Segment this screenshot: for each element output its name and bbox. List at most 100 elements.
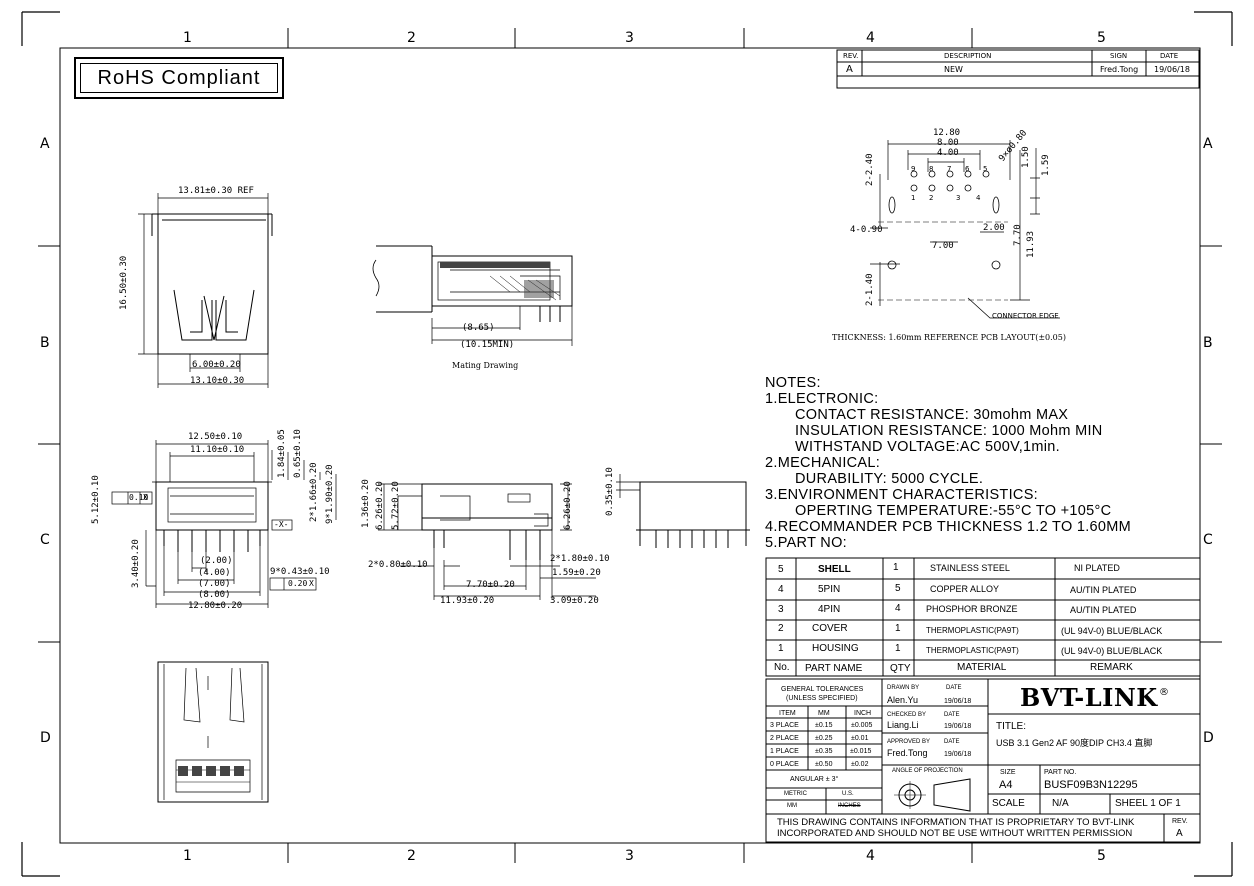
pcb-d200: 2.00 bbox=[983, 223, 1005, 233]
tol-row-inch: ±0.01 bbox=[851, 735, 869, 742]
bom-no: 1 bbox=[778, 643, 784, 654]
company-logo: BVT-LINK bbox=[1020, 683, 1158, 712]
rev-header-sign: SIGN bbox=[1110, 52, 1128, 60]
tol-row-mm: ±0.35 bbox=[815, 748, 833, 755]
bf-d400: (4.00) bbox=[198, 568, 231, 578]
bf-tol: 0.10 bbox=[129, 493, 149, 502]
mating-caption: Mating Drawing bbox=[452, 361, 519, 370]
partno-value: BUSF09B3N12295 bbox=[1044, 779, 1138, 791]
rev-row-sign: Fred.Tong bbox=[1100, 65, 1139, 74]
scale-label: SCALE bbox=[992, 798, 1025, 809]
rev-label: REV. bbox=[1172, 818, 1188, 825]
scale-value: N/A bbox=[1052, 798, 1069, 809]
rev-header-rev: REV. bbox=[843, 52, 859, 60]
tol-row-mm: ±0.25 bbox=[815, 735, 833, 742]
side-h136: 1.36±0.20 bbox=[361, 479, 371, 528]
pcb-edge: CONNECTOR EDGE bbox=[992, 312, 1059, 320]
side-h572: 5.72±0.20 bbox=[391, 481, 401, 530]
bom-no: 3 bbox=[778, 604, 784, 615]
pcb-pin-2: 2 bbox=[929, 194, 934, 202]
registered-mark: ® bbox=[1159, 687, 1169, 698]
tol-row-label: 2 PLACE bbox=[770, 735, 799, 742]
tol-row-label: 1 PLACE bbox=[770, 748, 799, 755]
tol-row-label: 3 PLACE bbox=[770, 722, 799, 729]
title-label: TITLE: bbox=[996, 721, 1027, 732]
zone-col-3-bottom: 3 bbox=[625, 848, 634, 864]
pcb-pin-9: 9 bbox=[911, 165, 916, 173]
checked-date: 19/06/18 bbox=[944, 723, 972, 730]
bom-remark: (UL 94V-0) BLUE/BLACK bbox=[1061, 646, 1163, 656]
rear-h035: 0.35±0.10 bbox=[605, 467, 615, 516]
side-d770: 7.70±0.20 bbox=[466, 580, 515, 590]
bf-h166: 2*1.66±0.20 bbox=[309, 462, 319, 522]
bom-qty: 5 bbox=[895, 583, 901, 594]
pcb-pin-4: 4 bbox=[976, 194, 981, 202]
dim-width: 13.10±0.30 bbox=[190, 376, 245, 386]
bom-part: COVER bbox=[812, 623, 848, 634]
bf-tol2: 0.20 bbox=[288, 579, 308, 588]
bf-h512: 5.12±0.10 bbox=[91, 475, 101, 524]
drawn-name: Alen.Yu bbox=[887, 695, 919, 705]
pcb-pin-1: 1 bbox=[911, 194, 916, 202]
pcb-w3: 4.00 bbox=[937, 148, 959, 158]
bom-part: HOUSING bbox=[812, 643, 859, 654]
bom-material: THERMOPLASTIC(PA9T) bbox=[926, 626, 1019, 635]
angle-projection-label: ANGLE OF PROJECTION bbox=[892, 768, 963, 774]
mm-label: MM bbox=[787, 803, 797, 809]
unless-label: (UNLESS SPECIFIED) bbox=[786, 695, 858, 702]
bom-remark: AU/TIN PLATED bbox=[1070, 585, 1137, 595]
bf-h190: 9*1.90±0.20 bbox=[325, 464, 335, 524]
zone-row-b-right: B bbox=[1203, 335, 1213, 351]
pcb-d700: 7.00 bbox=[932, 241, 954, 251]
bom-qty: 4 bbox=[895, 603, 901, 614]
bom-no: 4 bbox=[778, 584, 784, 595]
approved-date-label: DATE bbox=[944, 739, 960, 745]
partno-label: PART NO. bbox=[1044, 769, 1077, 776]
note-line: WITHSTAND VOLTAGE:AC 500V,1min. bbox=[795, 439, 1060, 455]
bom-qty: 1 bbox=[893, 562, 899, 573]
rev-header-date: DATE bbox=[1160, 52, 1179, 60]
side-h626: 6.26±0.20 bbox=[375, 481, 385, 530]
rev-header-description: DESCRIPTION bbox=[944, 52, 992, 60]
zone-col-4-bottom: 4 bbox=[866, 848, 875, 864]
side-d1193: 11.93±0.20 bbox=[440, 596, 495, 606]
rev-row-rev: A bbox=[846, 64, 853, 75]
proprietary-line-1: THIS DRAWING CONTAINS INFORMATION THAT I… bbox=[777, 817, 1135, 828]
gen-tol-label: GENERAL TOLERANCES bbox=[781, 686, 864, 693]
bf-x2: -X- bbox=[274, 520, 289, 529]
pcb-d770: 7.70 bbox=[1013, 224, 1023, 246]
pcb-p1: 1.50 bbox=[1021, 146, 1031, 168]
bf-h065: 0.65±0.10 bbox=[293, 429, 303, 478]
pcb-w2: 8.00 bbox=[937, 138, 959, 148]
pcb-caption: THICKNESS: 1.60mm REFERENCE PCB LAYOUT(±… bbox=[832, 333, 1066, 342]
zone-row-d-left: D bbox=[40, 730, 51, 746]
side-p180: 2*1.80±0.10 bbox=[550, 554, 610, 564]
us-label: U.S. bbox=[842, 791, 854, 797]
pcb-slot3: 2-1.40 bbox=[865, 273, 875, 306]
bom-part: SHELL bbox=[818, 564, 851, 575]
bf-w1280: 12.80±0.20 bbox=[188, 601, 243, 611]
bf-h340: 3.40±0.20 bbox=[131, 539, 141, 588]
pcb-slot: 2-2.40 bbox=[865, 153, 875, 186]
rev-value: A bbox=[1176, 828, 1183, 839]
bom-no: 2 bbox=[778, 623, 784, 634]
bf-w1110: 11.10±0.10 bbox=[190, 445, 245, 455]
dim-inner: 6.00±0.20 bbox=[192, 360, 241, 370]
zone-col-1-bottom: 1 bbox=[183, 848, 192, 864]
drawing-title: USB 3.1 Gen2 AF 90度DIP CH3.4 直脚 bbox=[996, 738, 1153, 748]
zone-col-2-top: 2 bbox=[407, 30, 416, 46]
zone-col-5-top: 5 bbox=[1097, 30, 1106, 46]
note-line: 3.ENVIRONMENT CHARACTERISTICS: bbox=[765, 487, 1038, 503]
checked-by-label: CHECKED BY bbox=[887, 712, 927, 718]
bom-header-no: No. bbox=[774, 662, 790, 673]
notes-block: NOTES: 1.ELECTRONIC: CONTACT RESISTANCE:… bbox=[765, 375, 1131, 551]
tol-head-mm: MM bbox=[818, 710, 830, 717]
pcb-p2: 1.59 bbox=[1041, 154, 1051, 176]
pcb-slot2: 4-0.90 bbox=[850, 225, 883, 235]
drawn-date: 19/06/18 bbox=[944, 698, 972, 705]
note-line: 4.RECOMMANDER PCB THICKNESS 1.2 TO 1.60M… bbox=[765, 519, 1132, 535]
bf-pins: 9*0.43±0.10 bbox=[270, 567, 330, 577]
tol-row-inch: ±0.02 bbox=[851, 761, 869, 768]
pcb-d1193: 11.93 bbox=[1026, 230, 1036, 258]
zone-col-2-bottom: 2 bbox=[407, 848, 416, 864]
